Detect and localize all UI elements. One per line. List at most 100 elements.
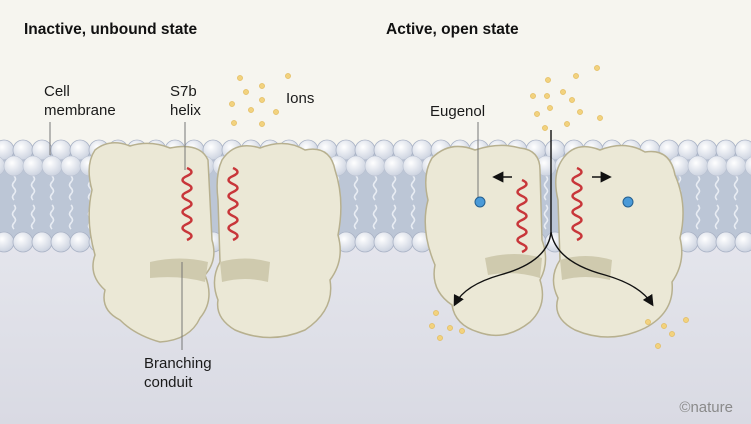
s7b-helix (571, 166, 583, 242)
label-branching-conduit: Branching conduit (144, 354, 212, 392)
ion (229, 101, 235, 107)
lipid-head (687, 155, 709, 177)
ion (534, 111, 540, 117)
lipid-tail (733, 175, 739, 201)
lipid-tail (695, 175, 701, 201)
ion (285, 73, 291, 79)
lipid-tail (714, 204, 720, 230)
lipid-tail (49, 175, 55, 201)
label-cell-membrane: Cell membrane (44, 82, 116, 120)
lipid-tail (49, 204, 55, 230)
nature-credit: ©nature (679, 399, 733, 416)
lipid-head (373, 231, 395, 253)
lipid-tail (68, 204, 74, 230)
lipid-tail (30, 204, 36, 230)
s7b-helix (227, 166, 239, 242)
lipid-tail (11, 175, 17, 201)
ion (544, 93, 550, 99)
ion (433, 310, 439, 316)
label-line: membrane (44, 102, 116, 119)
lipid-head (725, 155, 747, 177)
lipid-tail (410, 204, 416, 230)
protein-inactive-left (88, 142, 215, 343)
lipid-tail (11, 204, 17, 230)
lipid-head (744, 156, 751, 176)
lipid-head (22, 155, 44, 177)
lipid-tail (410, 175, 416, 201)
lipid-head (706, 155, 728, 177)
lipid-head (354, 231, 376, 253)
ion (573, 73, 579, 79)
ion (259, 83, 265, 89)
lipid-head (31, 231, 53, 253)
ion (655, 343, 661, 349)
label-line: Branching (144, 355, 212, 372)
lipid-tail (68, 175, 74, 201)
title-active-state: Active, open state (386, 21, 519, 38)
ion (661, 323, 667, 329)
lipid-tail (695, 204, 701, 230)
eugenol-molecule-left (474, 196, 486, 208)
lipid-tail (391, 204, 397, 230)
ion (542, 125, 548, 131)
lipid-head (12, 231, 34, 253)
lipid-tail (543, 204, 549, 230)
ion (447, 325, 453, 331)
label-line: Cell (44, 83, 70, 100)
lipid-head (50, 231, 72, 253)
label-line: conduit (144, 374, 193, 391)
ion (429, 323, 435, 329)
lipid-tail (353, 175, 359, 201)
leader-lines (49, 122, 479, 350)
ion (259, 97, 265, 103)
ion (248, 107, 254, 113)
protein-inactive-right (213, 142, 342, 339)
label-ions: Ions (286, 90, 315, 107)
lipid-tail (543, 175, 549, 201)
lipid-tail (30, 175, 36, 201)
lipid-head (402, 155, 424, 177)
ion (545, 77, 551, 83)
lipid-tail (714, 175, 720, 201)
label-s7b-helix: S7b helix (170, 82, 201, 120)
lipid-head (392, 231, 414, 253)
protein-active-left (424, 144, 547, 337)
lipid-head (734, 231, 751, 253)
lipid-head (3, 155, 25, 177)
ion (237, 75, 243, 81)
lipid-head (60, 155, 82, 177)
ion (569, 97, 575, 103)
lipid-head (69, 231, 91, 253)
label-line: helix (170, 102, 201, 119)
lipid-head (345, 155, 367, 177)
ion (577, 109, 583, 115)
s7b-helix (516, 178, 528, 254)
extracellular-space (0, 0, 751, 150)
s7b-helix (181, 166, 193, 242)
ion (560, 89, 566, 95)
protein-active-right (552, 144, 684, 338)
ion (597, 115, 603, 121)
title-inactive-state: Inactive, unbound state (24, 21, 198, 38)
ion (530, 93, 536, 99)
lipid-tail (391, 175, 397, 201)
ions (229, 65, 689, 349)
s7b-helices (181, 166, 583, 254)
lipid-head (696, 231, 718, 253)
lipid-head (734, 139, 751, 161)
ion-flow-arrows (453, 130, 654, 307)
label-eugenol: Eugenol (430, 103, 486, 120)
lipid-head (364, 155, 386, 177)
lipid-tail (353, 204, 359, 230)
label-line: S7b (170, 83, 197, 100)
ion (437, 335, 443, 341)
lipid-head (715, 231, 737, 253)
ion (231, 120, 237, 126)
lipid-head (41, 155, 63, 177)
lipid-tail (372, 175, 378, 201)
lipid-tail (372, 204, 378, 230)
ion (273, 109, 279, 115)
lipid-head (383, 155, 405, 177)
ion (243, 89, 249, 95)
